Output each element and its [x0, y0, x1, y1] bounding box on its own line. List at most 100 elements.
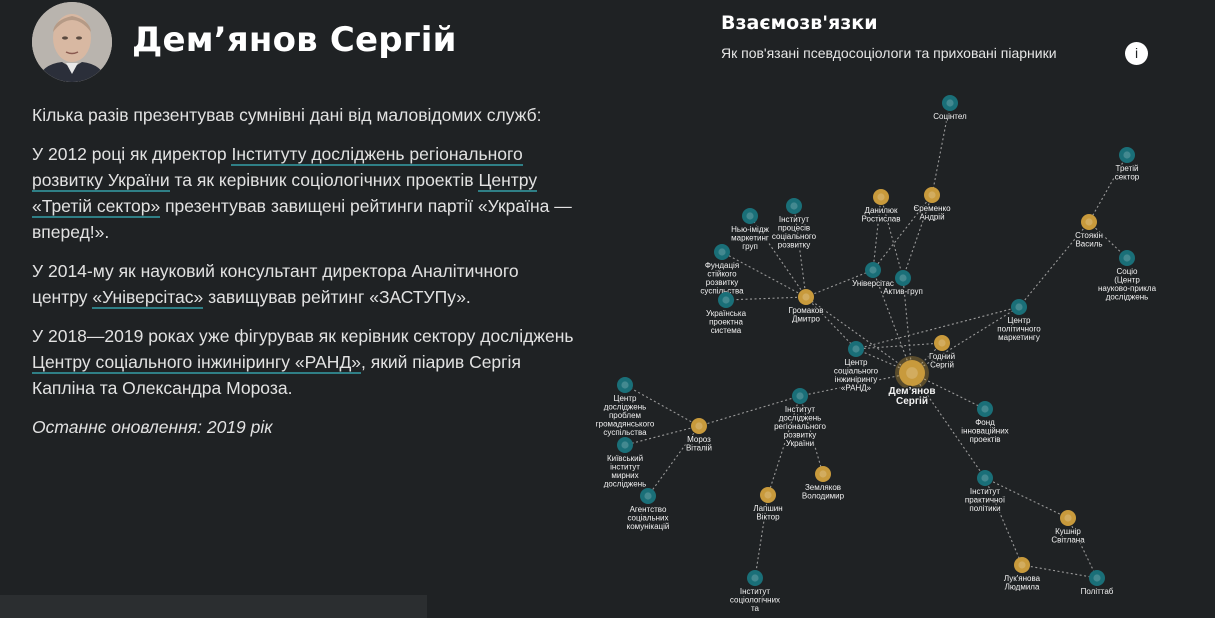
graph-edge-iirru-zemliakov: [799, 395, 824, 475]
graph-edge-gromakov-universitas: [805, 269, 874, 298]
node-label-line: Фундація: [705, 261, 739, 270]
node-label-line: система: [711, 326, 742, 335]
node-circle: [873, 189, 889, 205]
node-label-line: Андрій: [919, 213, 944, 222]
node-label-line: Годний: [929, 352, 955, 361]
graph-node-universitas[interactable]: Універсітас: [851, 262, 895, 289]
node-circle: [1081, 214, 1097, 230]
node-label-line: процесів: [778, 224, 810, 233]
node-highlight: [695, 422, 703, 430]
graph-edge-danyliuk-universitas: [872, 196, 882, 271]
node-label-line: інститут: [610, 463, 640, 472]
graph-subtitle: Як пов'язані псевдосоціологи та прихован…: [721, 45, 1057, 61]
graph-edge-lukianova-polittab: [1021, 564, 1098, 579]
graph-edge-demianov-fond_inn: [911, 372, 986, 410]
info-button[interactable]: i: [1125, 42, 1148, 65]
graph-edge-gromakov-inst_protsesiv: [793, 205, 807, 298]
profile-panel: Дем’янов Сергій Кілька разів презентував…: [0, 0, 600, 618]
node-label-line: Єременко: [913, 204, 951, 213]
graph-node-polittab[interactable]: Політтаб: [1079, 570, 1115, 597]
node-label-line: Третій: [1116, 164, 1139, 173]
node-label-line: Фонд: [975, 418, 995, 427]
node-label-line: Світлана: [1051, 536, 1085, 545]
text-segment: та як керівник соціологічних проектів: [169, 170, 479, 190]
node-highlight: [802, 293, 810, 301]
node-label-line: досліджень: [1106, 293, 1149, 302]
node-circle: [848, 341, 864, 357]
text-segment: У 2014-му як науковий консультант директ…: [32, 261, 519, 307]
node-circle: [895, 270, 911, 286]
node-label-line: України: [786, 439, 814, 448]
link-tretiy-sektor[interactable]: Центру «Третій сектор»: [32, 170, 538, 218]
graph-edge-hodnyi-rand: [855, 342, 943, 350]
link-rand[interactable]: Центру соціального інжинірингу «РАНД»: [32, 352, 362, 374]
node-label-line: груп: [742, 242, 758, 251]
node-label-line: Сергій: [896, 396, 928, 407]
node-highlight: [764, 491, 772, 499]
graph-node-aktiv[interactable]: Актив-груп: [882, 270, 924, 297]
link-iirru[interactable]: Інституту досліджень регіонального розви…: [32, 144, 523, 192]
node-highlight: [899, 274, 907, 282]
node-label-line: досліджень: [604, 403, 647, 412]
graph-node-iirru[interactable]: ІнститутдослідженьрегіональногорозвиткуУ…: [773, 388, 828, 449]
graph-node-sotsintel[interactable]: Соцінтел: [932, 95, 968, 122]
node-label-line: Центр: [845, 358, 868, 367]
node-circle: [865, 262, 881, 278]
graph-node-tsentr_problem[interactable]: Центрдослідженьпроблемгромадянськогосусп…: [594, 377, 656, 438]
node-highlight: [718, 248, 726, 256]
node-label-line: Стоякін: [1075, 231, 1103, 240]
node-circle: [815, 466, 831, 482]
node-label-line: Віктор: [756, 513, 780, 522]
node-circle: [798, 289, 814, 305]
node-circle: [786, 198, 802, 214]
graph-edge-moroz-tsentr_problem: [624, 384, 700, 427]
node-label-line: громадянського: [596, 420, 655, 429]
node-label-line: проблем: [609, 411, 641, 420]
node-label-line: Лук'янова: [1004, 574, 1041, 583]
node-circle: [977, 470, 993, 486]
text-segment: завищував рейтинг «ЗАСТУПу».: [203, 287, 471, 307]
node-label-line: соціальних: [627, 514, 668, 523]
node-label-line: сектор: [1115, 173, 1140, 182]
graph-title: Взаємозв'язки: [721, 12, 878, 34]
node-label-line: Політтаб: [1081, 587, 1114, 596]
node-highlight: [796, 392, 804, 400]
node-highlight: [1085, 218, 1093, 226]
node-highlight: [1064, 514, 1072, 522]
node-highlight: [746, 212, 754, 220]
node-label-line: науково-прикла: [1098, 284, 1157, 293]
node-circle: [1119, 147, 1135, 163]
node-highlight: [938, 339, 946, 347]
node-highlight: [621, 381, 629, 389]
graph-edge-moroz-agentstvo: [647, 425, 700, 497]
link-universitas[interactable]: «Універсітас»: [92, 287, 204, 309]
text-segment: У 2012 році як директор: [32, 144, 232, 164]
node-label-line: Центр: [614, 394, 637, 403]
node-label-line: Кушнір: [1055, 527, 1081, 536]
node-highlight: [1018, 561, 1026, 569]
